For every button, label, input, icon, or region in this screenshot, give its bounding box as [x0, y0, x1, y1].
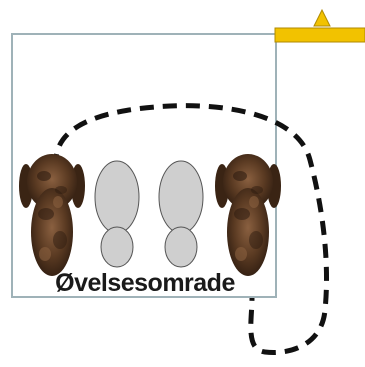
- dog-icon: [19, 154, 85, 276]
- dog-icon: [215, 154, 281, 276]
- area-label: Øvelsesomrade: [55, 269, 235, 297]
- footprint-icon: [94, 160, 140, 268]
- start-flag-icon: [274, 8, 365, 43]
- dashed-track-path: [53, 103, 329, 355]
- footprint-icon: [158, 160, 204, 268]
